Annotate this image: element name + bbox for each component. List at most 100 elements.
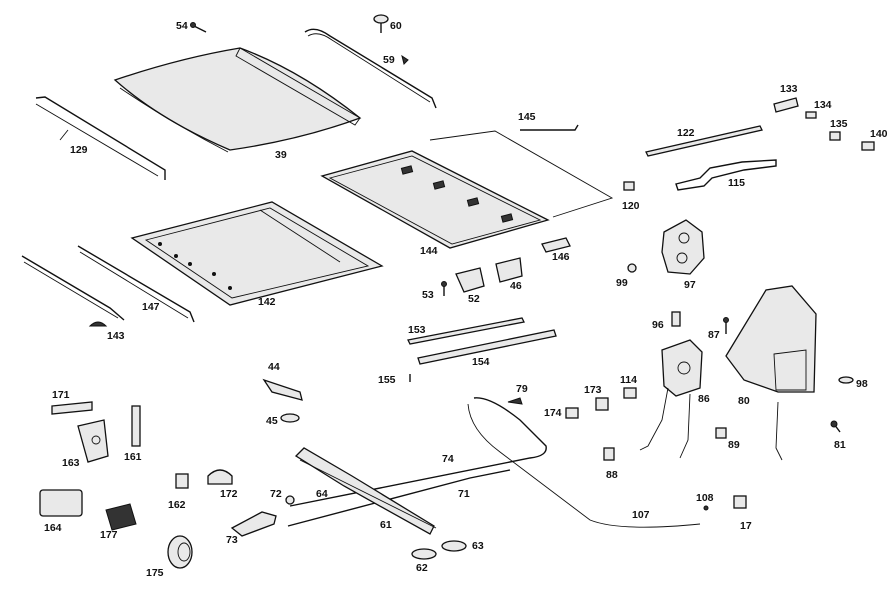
label-45: 45: [266, 415, 278, 427]
label-147: 147: [142, 301, 160, 313]
label-88: 88: [606, 469, 618, 481]
part-172-clip: [207, 469, 233, 485]
part-134-clip: [805, 111, 817, 119]
label-154: 154: [472, 356, 490, 368]
part-140-clip: [861, 141, 875, 151]
part-154-strip: [417, 329, 557, 365]
label-122: 122: [677, 127, 695, 139]
label-74: 74: [442, 453, 454, 465]
label-177: 177: [100, 529, 118, 541]
part-173-clip: [595, 397, 609, 411]
part-79-clip: [507, 397, 523, 405]
part-164-box: [39, 489, 83, 517]
part-61-arm: [294, 447, 437, 535]
label-86: 86: [698, 393, 710, 405]
label-108: 108: [696, 492, 714, 504]
label-62: 62: [416, 562, 428, 574]
label-87: 87: [708, 329, 720, 341]
label-60: 60: [390, 20, 402, 32]
label-89: 89: [728, 439, 740, 451]
part-143-strip: [21, 255, 125, 327]
part-162-clip: [175, 473, 189, 489]
part-39-sunroof-panel: [113, 47, 362, 153]
part-153-strip: [407, 317, 525, 345]
part-87-screw: [723, 317, 729, 334]
part-120-clip: [623, 181, 635, 191]
label-98: 98: [856, 378, 868, 390]
part-142-frame: [130, 201, 384, 306]
label-173: 173: [584, 384, 602, 396]
label-99: 99: [616, 277, 628, 289]
part-133-switch: [773, 97, 799, 113]
label-63: 63: [472, 540, 484, 552]
part-62-pad: [411, 548, 437, 560]
part-72-clip: [285, 495, 295, 505]
label-140: 140: [870, 128, 888, 140]
part-63-pad: [441, 540, 467, 552]
label-134: 134: [814, 99, 832, 111]
part-74-cable: [289, 397, 701, 528]
part-labels: 54 60 59 129 39 145 122 133 134 135 140 …: [44, 20, 888, 579]
label-153: 153: [408, 324, 426, 336]
part-115-rail: [675, 159, 777, 191]
part-71-cable: [287, 469, 511, 527]
label-114: 114: [620, 374, 637, 386]
part-88-clip: [603, 447, 615, 461]
label-175: 175: [146, 567, 164, 579]
label-61: 61: [380, 519, 392, 531]
part-163-bracket: [77, 419, 109, 463]
label-174: 174: [544, 407, 562, 419]
label-171: 171: [52, 389, 70, 401]
part-147-guide-strip: [77, 245, 195, 323]
label-97: 97: [684, 279, 696, 291]
label-53: 53: [422, 289, 434, 301]
label-79: 79: [516, 383, 528, 395]
part-46-bracket: [495, 257, 523, 283]
label-46: 46: [510, 280, 522, 292]
label-39: 39: [275, 149, 287, 161]
label-59: 59: [383, 54, 395, 66]
part-81-screw: [830, 420, 841, 433]
label-142: 142: [258, 296, 276, 308]
part-45-clip: [280, 413, 300, 423]
label-44: 44: [268, 361, 280, 373]
label-133: 133: [780, 83, 798, 95]
part-53-screw: [441, 281, 447, 296]
part-59-rail: [304, 28, 437, 109]
label-155: 155: [378, 374, 396, 386]
part-86-motor: [639, 339, 703, 459]
part-99-washer: [627, 263, 637, 273]
part-60-knob: [373, 14, 389, 33]
label-81: 81: [834, 439, 846, 451]
label-120: 120: [622, 200, 640, 212]
part-161-strip: [131, 405, 141, 447]
part-54-screw: [190, 22, 207, 33]
part-89-clip: [715, 427, 727, 439]
label-80: 80: [738, 395, 750, 407]
part-97-mechanism: [661, 219, 705, 275]
part-73-bracket: [230, 511, 277, 537]
part-135-clip: [829, 131, 841, 141]
part-177-switch: [105, 503, 137, 531]
label-52: 52: [468, 293, 480, 305]
part-144-inner-panel: [320, 150, 550, 249]
label-146: 146: [552, 251, 570, 263]
label-144: 144: [420, 245, 438, 257]
part-44-bracket: [262, 378, 303, 401]
label-143: 143: [107, 330, 125, 342]
label-71: 71: [458, 488, 470, 500]
label-145: 145: [518, 111, 536, 123]
label-135: 135: [830, 118, 848, 130]
label-107: 107: [632, 509, 650, 521]
label-72: 72: [270, 488, 282, 500]
label-172: 172: [220, 488, 238, 500]
label-96: 96: [652, 319, 664, 331]
part-145-headliner: [429, 124, 614, 218]
label-73: 73: [226, 534, 238, 546]
part-146-bracket: [541, 237, 571, 253]
part-171-rod: [51, 401, 93, 415]
part-129-seal-strip: [35, 96, 166, 180]
label-162: 162: [168, 499, 186, 511]
